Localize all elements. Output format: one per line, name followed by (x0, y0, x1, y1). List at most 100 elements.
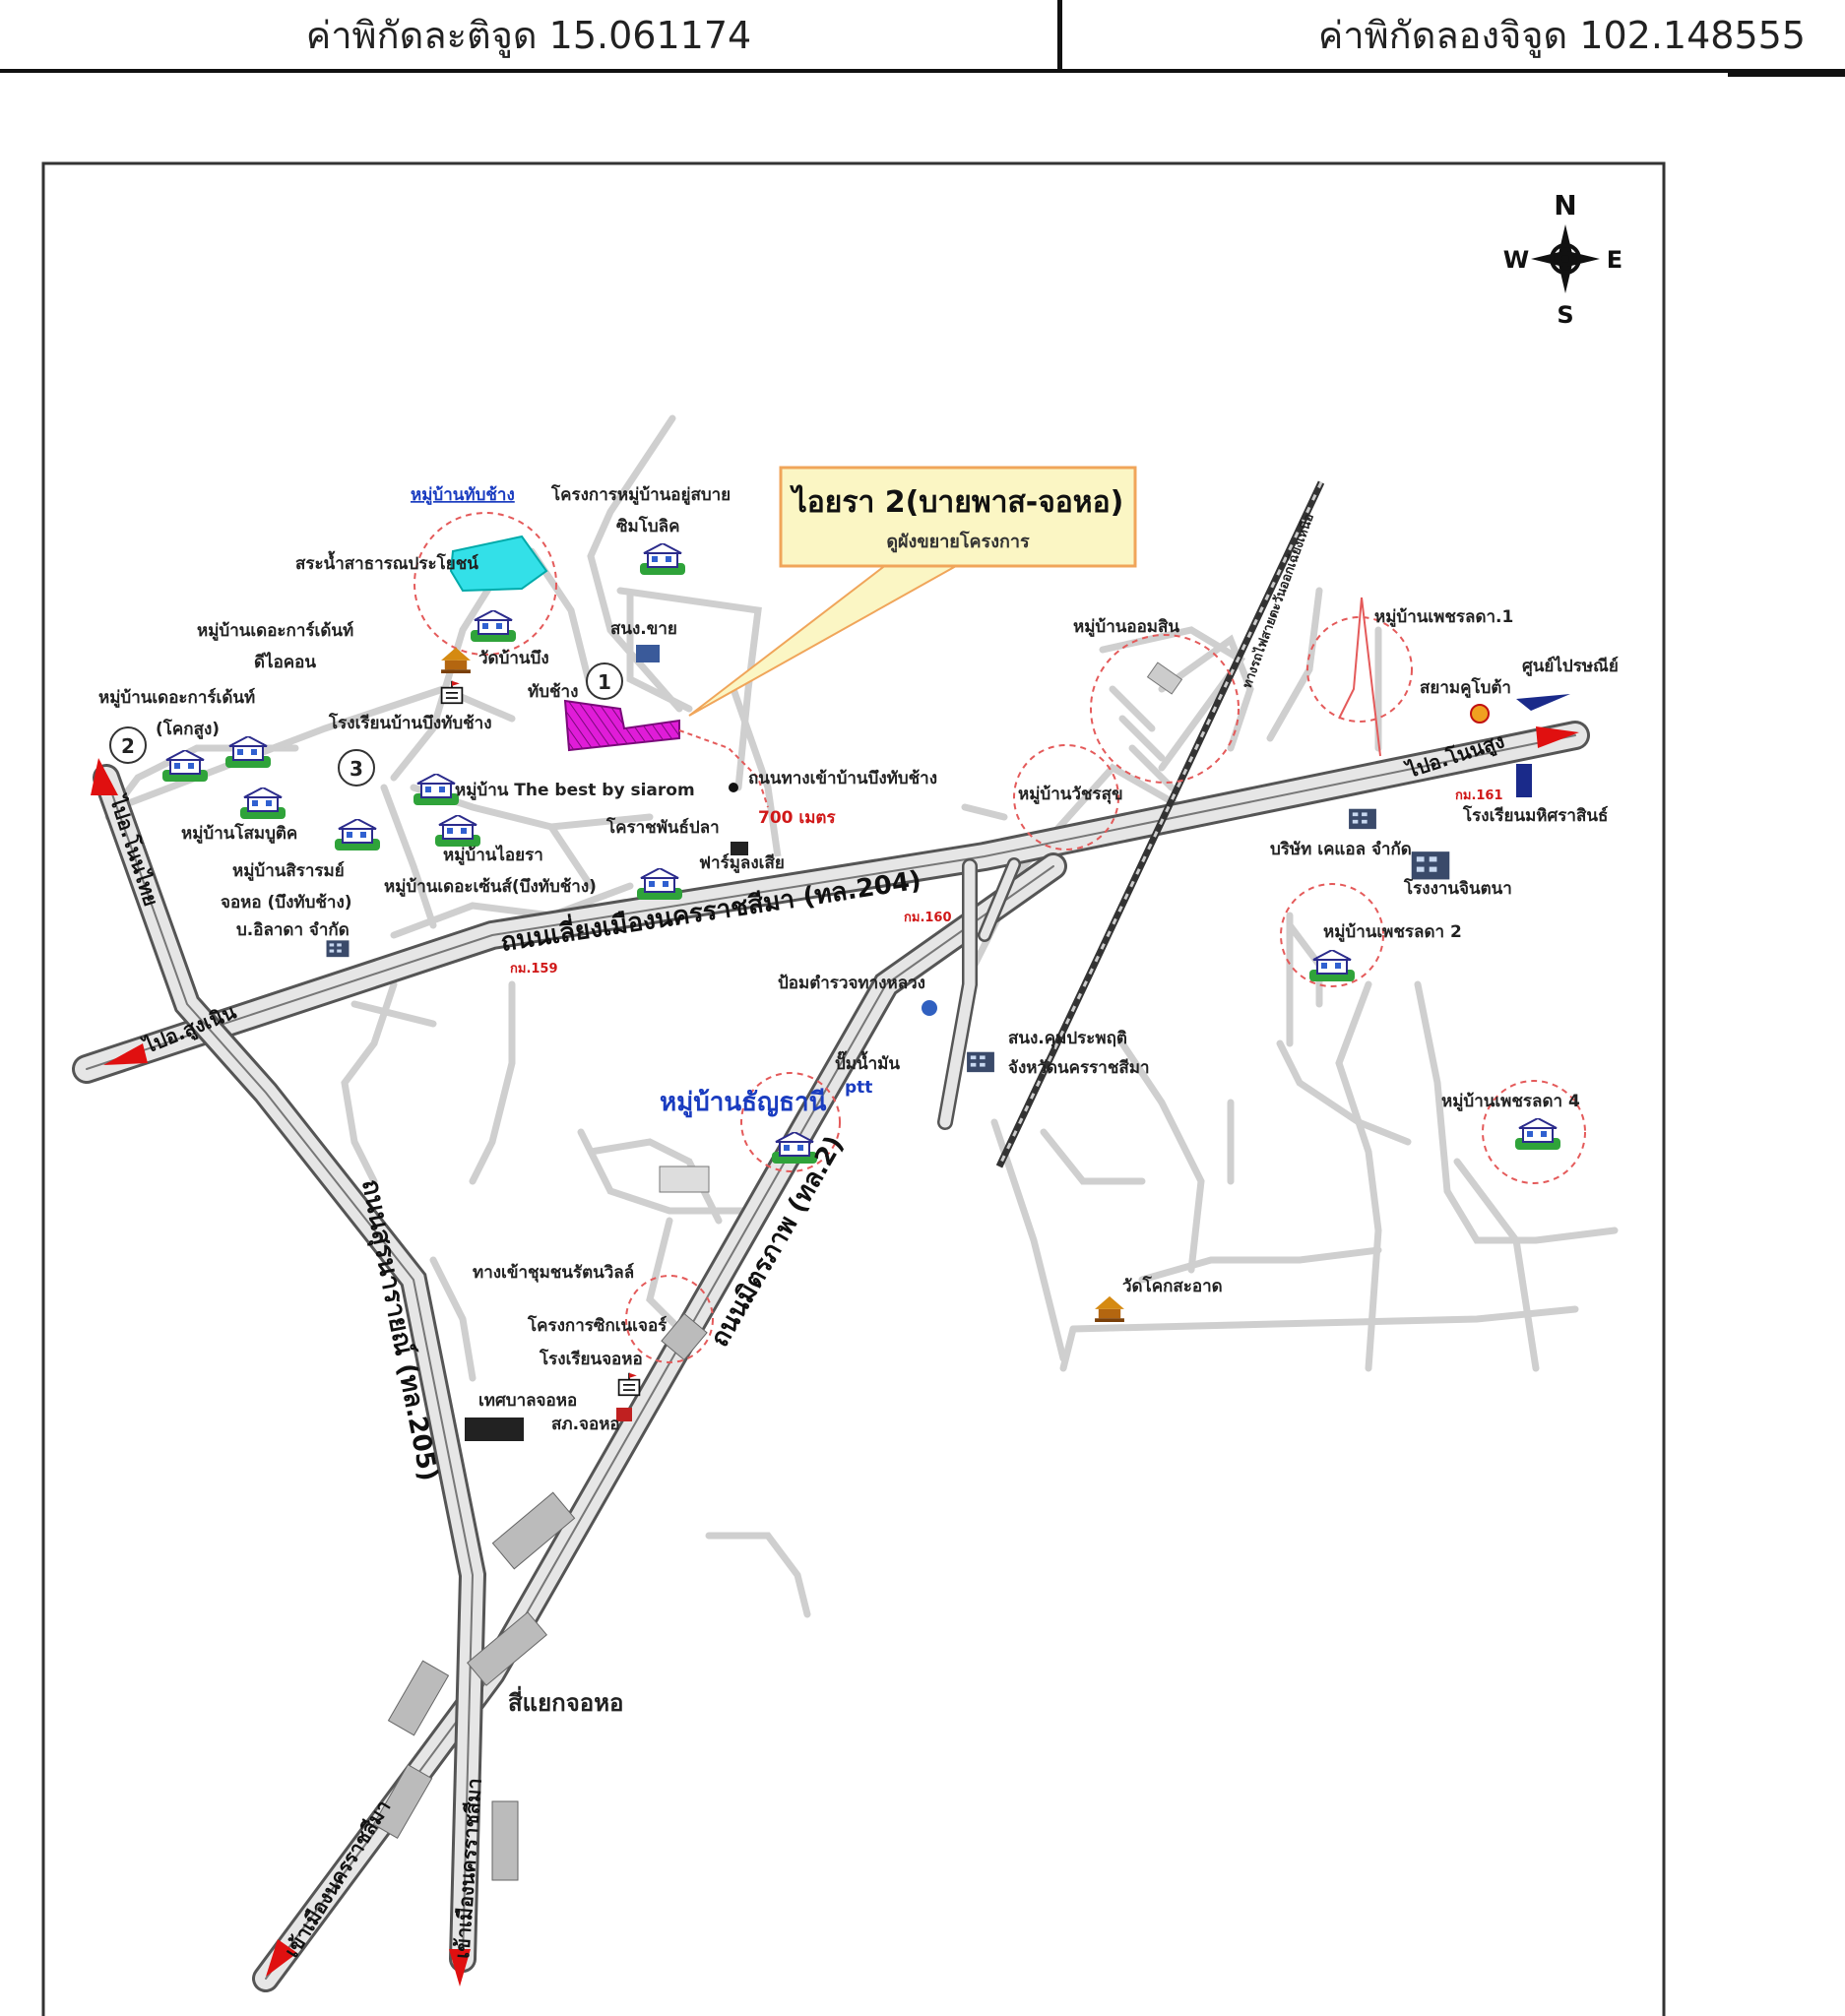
marker-2 (109, 726, 147, 764)
label-entrance-road: ถนนทางเข้าบ้านบึงทับช้าง (748, 769, 937, 788)
label-distance: 700 เมตร (758, 808, 836, 828)
label-farm: ฟาร์มูลงเสีย (699, 852, 785, 874)
compass-south-label: S (1557, 301, 1573, 329)
marker-2-label: 2 (121, 734, 135, 758)
label-siam-kubota: สยามคูโบต้า (1420, 677, 1511, 699)
label-gas-station: ปั๊มน้ำมัน (835, 1050, 900, 1074)
compass-west-label: W (1503, 246, 1529, 274)
public-pond (449, 535, 548, 593)
project-area (563, 699, 680, 752)
arrow-to-non-thai (91, 758, 118, 795)
label-wat-bueng-1: วัดบ้านบึง (478, 649, 549, 668)
label-somboon: หมู่บ้านโสมบูติค (181, 823, 297, 845)
label-school-mahisara: โรงเรียนมหิศราสินธ์ (1462, 805, 1608, 826)
label-wat-bueng-2: ทับช้าง (528, 682, 578, 702)
project-access-road (730, 687, 782, 857)
label-village-oommusin: หมู่บ้านออมสิน (1073, 617, 1179, 638)
label-the-sense: หมู่บ้านเดอะเซ้นส์(บึงทับช้าง) (384, 876, 597, 898)
coordinate-header: ค่าพิกัดละติจูด 15.061174 ค่าพิกัดลองจิจ… (0, 0, 1845, 77)
label-village-phetlada2: หมู่บ้านเพชรลดา 2 (1323, 922, 1462, 943)
label-village-wichasut: หมู่บ้านวัชรสุข (1018, 785, 1123, 805)
local-roads (104, 414, 1619, 1618)
label-school-johor: โรงเรียนจอหอ (539, 1349, 643, 1369)
compass-east-label: E (1607, 246, 1622, 274)
building-icon (1349, 808, 1376, 830)
post-center-icon (1516, 694, 1570, 711)
marker-3 (338, 749, 375, 787)
callout-title: ไอยรา 2(บายพาส-จอหอ) (790, 484, 1124, 520)
project-entrance-dot (729, 783, 738, 792)
compass-north-label: N (1554, 189, 1576, 221)
police-station-icon (616, 1408, 632, 1421)
phetlada-road (1338, 597, 1381, 757)
label-jintana: โรงงานจินตนา (1403, 878, 1512, 899)
reference-circles (414, 512, 1586, 1363)
label-project-yusabai: โครงการหมู่บ้านอยู่สบาย (550, 484, 731, 506)
marker-1-label: 1 (598, 670, 611, 694)
label-fish-hatchery: โคราชพันธ์ปลา (605, 817, 720, 838)
label-km161: กม.161 (1455, 788, 1503, 803)
callout-subtitle: ดูผังขยายโครงการ (886, 531, 1030, 553)
marker-1 (586, 662, 623, 700)
label-company-lls: บริษัท เคแอล จำกัด (1270, 840, 1412, 859)
label-the-best: หมู่บ้าน The best by siarom (455, 781, 695, 801)
label-village-phetlada1: หมู่บ้านเพชรลดา.1 (1374, 607, 1513, 628)
label-simbolic: ซิมโบลิค (616, 516, 679, 536)
label-tunyathani: หมู่บ้านธัญธานี (660, 1088, 827, 1118)
label-ptt: ptt (845, 1078, 872, 1098)
label-village-phetlada4: หมู่บ้านเพชรลดา 4 (1441, 1092, 1580, 1112)
label-wat-khok: วัดโคกสะอาด (1122, 1276, 1223, 1296)
latitude-label: ค่าพิกัดละติจูด 15.061174 (305, 13, 752, 57)
label-post-center: ศูนย์ไปรษณีย์ (1522, 656, 1619, 677)
sales-office-icon (636, 645, 660, 662)
label-rattanawan: ทางเข้าชุมชนรัตนวิลล์ (473, 1262, 634, 1283)
label-sno-khumphrue-1: สนง.คุมประพฤติ (1008, 1029, 1127, 1048)
arrow-to-non-sung (1536, 726, 1579, 748)
housing-estate-icon (659, 1166, 710, 1193)
label-garden-khoksung-2: (โคกสูง) (156, 719, 220, 740)
building-icon (326, 940, 350, 958)
label-km159: กม.159 (510, 962, 558, 976)
label-garden-khoksung-1: หมู่บ้านเดอะการ์เด้นท์ (98, 687, 255, 709)
label-aiyara: หมู่บ้านไอยรา (443, 845, 543, 866)
label-school-bueng: โรงเรียนบ้านบึงทับช้าง (328, 713, 492, 733)
label-village-thapchang: หมู่บ้านทับช้าง (411, 485, 515, 506)
building-small-icon (1146, 662, 1183, 695)
school-mahisara-icon (1516, 764, 1532, 797)
label-garden-diacon-1: หมู่บ้านเดอะการ์เด้นท์ (197, 620, 353, 642)
label-municipality: เทศบาลจอหอ (478, 1391, 577, 1411)
label-project-singer: โครงการซิกเนเจอร์ (527, 1315, 668, 1336)
label-ilada: บ.อิลาดา จำกัด (236, 920, 350, 940)
longitude-label: ค่าพิกัดลองจิจูด 102.148555 (1317, 13, 1806, 57)
arrow-to-city-2 (449, 1949, 471, 1986)
label-police-johor: สภ.จอหอ (551, 1415, 620, 1434)
label-public-pond: สระน้ำสาธารณประโยชน์ (295, 550, 478, 574)
building-icon (1411, 851, 1450, 880)
police-box-icon (922, 1000, 937, 1016)
compass-rose: N S W E (1503, 189, 1622, 329)
label-garden-diacon-2: ดีไอคอน (254, 652, 316, 672)
village-icons (161, 543, 1570, 1441)
label-sno-khumphrue-2: จังหวัดนครราชสีมา (1008, 1057, 1150, 1078)
building-icon (967, 1051, 994, 1073)
arrow-to-sung-noen (103, 1043, 148, 1065)
header-rule (0, 69, 1845, 73)
railway-line (995, 480, 1325, 1168)
label-km160: กม.160 (904, 911, 952, 925)
label-sno-chai: สนง.ขาย (610, 619, 677, 639)
crossing-stripes (372, 1312, 708, 1881)
label-sirarom-1: หมู่บ้านสิรารมย์ (232, 860, 345, 882)
route-markers: 1 2 3 (109, 662, 623, 787)
header-divider (1057, 0, 1062, 73)
callout-box (779, 466, 1137, 568)
arrow-to-city-1 (266, 1939, 297, 1977)
farm-icon (731, 842, 748, 855)
label-sirarom-2: จอหอ (บึงทับช้าง) (221, 893, 352, 913)
kubota-icon (1470, 704, 1490, 724)
label-highway-police: ป้อมตำรวจทางหลวง (778, 974, 925, 993)
header-rule-extension (1728, 73, 1845, 77)
municipality-building-icon (465, 1418, 524, 1441)
direction-arrows (91, 726, 1579, 1986)
project-access-dashed (678, 729, 769, 808)
